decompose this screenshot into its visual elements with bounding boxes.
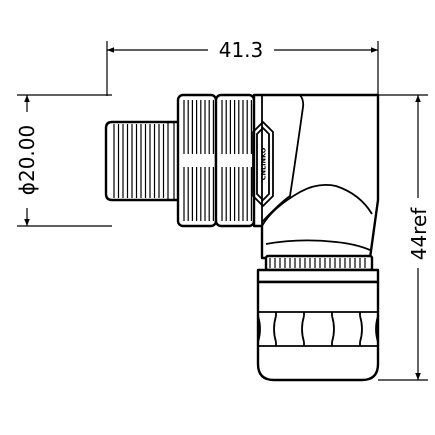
dimension-diameter: ϕ20.00: [15, 94, 112, 227]
knurled-coupling-nut: [176, 93, 264, 228]
logo-badge: CNLINKO: [252, 121, 274, 207]
logo-text: CNLINKO: [260, 147, 268, 180]
dimension-length: 41.3: [106, 38, 379, 96]
dimension-height: 44ref: [378, 94, 431, 381]
dimension-diameter-label: ϕ20.00: [15, 125, 39, 195]
angled-housing: CNLINKO: [252, 93, 380, 260]
dimension-length-label: 41.3: [219, 38, 264, 62]
cable-gland-nut: [256, 280, 380, 382]
threaded-pin: [104, 120, 182, 202]
cable-gland-neck: [256, 254, 380, 284]
dimension-height-label: 44ref: [407, 207, 431, 261]
